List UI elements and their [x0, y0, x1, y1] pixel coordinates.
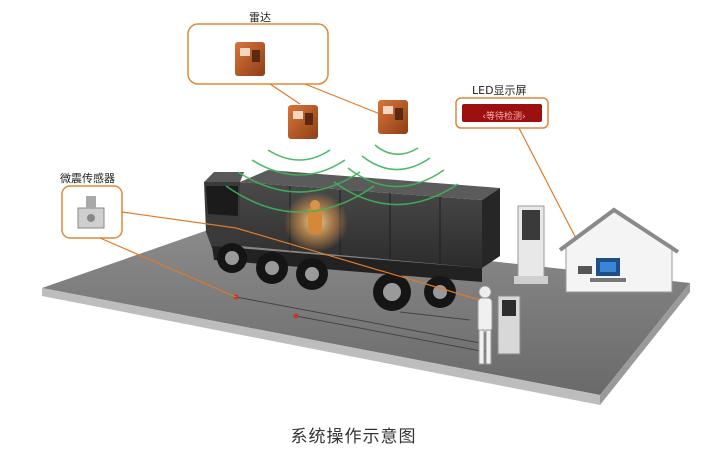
- truck-wheels: [217, 243, 456, 311]
- micro-sensor-label: 微震传感器: [60, 172, 115, 185]
- ground-cables: [235, 296, 487, 353]
- diagram-caption: 系统操作示意图: [290, 427, 417, 447]
- detected-person: [308, 208, 322, 234]
- radar-device-in-callout: [235, 42, 265, 76]
- radar-connector-1: [269, 83, 301, 105]
- radar-device-1: [288, 105, 318, 139]
- radar-waves: [225, 144, 459, 213]
- micro-sensor-device: [77, 196, 105, 229]
- operator-terminal: [477, 285, 521, 365]
- radar-device-2: [378, 100, 408, 134]
- display-kiosk: [514, 205, 548, 284]
- led-screen-label: LED显示屏: [472, 84, 527, 97]
- sensor-connector-1: [121, 211, 481, 301]
- sensor-connector-2: [99, 237, 237, 298]
- led-screen: [462, 104, 542, 122]
- led-message: ‹等待检测›: [482, 112, 526, 122]
- sensor-point-2: [293, 313, 299, 319]
- control-house: [558, 207, 680, 293]
- radar-label: 雷达: [249, 11, 271, 24]
- led-connector: [518, 127, 583, 251]
- truck: [204, 170, 500, 311]
- radar-connector-2: [304, 83, 381, 115]
